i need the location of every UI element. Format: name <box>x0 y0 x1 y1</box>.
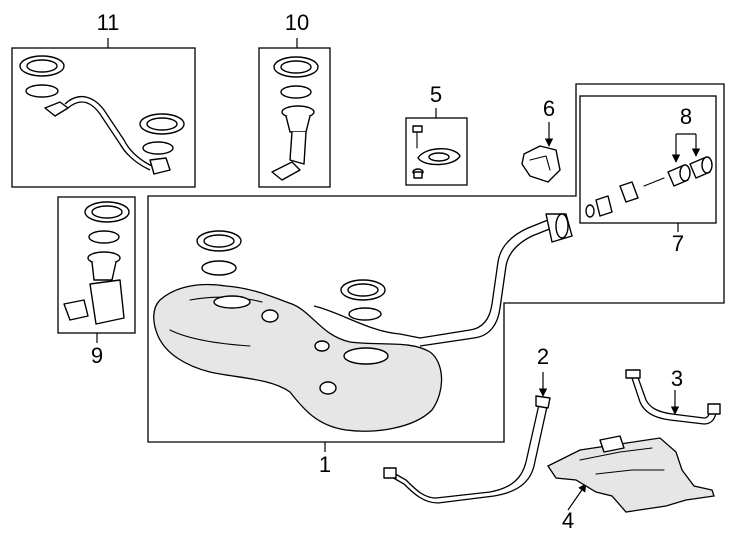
fuel-pump-module-part <box>63 251 125 325</box>
part-group-8 <box>667 133 713 187</box>
fuel-sender-assembly-part <box>44 95 171 175</box>
group-11-frame <box>11 47 196 188</box>
callout-4-arrow <box>567 483 587 511</box>
part-group-10 <box>258 38 331 188</box>
lock-ring-part <box>273 56 319 78</box>
seal-ring-part <box>25 84 59 98</box>
seal-ring-part <box>280 85 312 99</box>
group-10-frame <box>258 47 331 188</box>
filler-neck-pipe-part <box>313 213 573 347</box>
callout-7-label: 7 <box>672 231 684 256</box>
callout-11-label: 11 <box>97 10 120 35</box>
callout-9-label: 9 <box>91 343 103 368</box>
callout-3-label: 3 <box>671 366 683 391</box>
seal-ring-part <box>348 307 382 321</box>
fuel-door-housing-part <box>521 145 561 183</box>
callout-8-label: 8 <box>680 104 692 129</box>
part-group-9 <box>57 196 136 343</box>
seal-ring-part <box>142 141 174 155</box>
nut-part <box>412 168 424 179</box>
fuel-tank-part <box>153 283 443 432</box>
part-group-1 <box>147 83 725 452</box>
callout-1-label: 1 <box>319 452 331 477</box>
filler-cap-part <box>689 156 713 179</box>
callout-10-label: 10 <box>285 10 309 35</box>
lock-ring-part <box>19 55 65 77</box>
part-group-2 <box>383 372 551 504</box>
part-group-5 <box>405 108 468 186</box>
callout-5-label: 5 <box>430 82 442 107</box>
heat-shield-part <box>547 435 715 513</box>
group-7-frame <box>579 95 717 224</box>
part-group-4 <box>547 435 715 513</box>
group-1-frame <box>147 83 725 443</box>
lock-ring-part <box>196 230 242 252</box>
filler-cap-part <box>667 164 691 187</box>
seal-ring-part <box>88 230 120 244</box>
cover-plate-part <box>417 148 461 166</box>
bolt-part <box>412 125 423 149</box>
callout-4-label: 4 <box>562 508 574 533</box>
part-group-3 <box>625 369 721 425</box>
part-group-11 <box>11 38 196 188</box>
part-group-6 <box>521 122 561 183</box>
lock-ring-part <box>340 279 386 301</box>
lock-ring-part <box>84 201 130 223</box>
fuel-pump-module-part <box>271 105 315 181</box>
seal-ring-part <box>201 260 237 276</box>
filler-seal-parts <box>585 177 665 218</box>
callout-6-label: 6 <box>543 96 555 121</box>
tank-strap-part <box>383 395 551 504</box>
tank-strap-part <box>625 369 721 425</box>
lock-ring-part <box>139 113 185 135</box>
callout-2-label: 2 <box>537 344 549 369</box>
part-group-7 <box>579 95 717 232</box>
